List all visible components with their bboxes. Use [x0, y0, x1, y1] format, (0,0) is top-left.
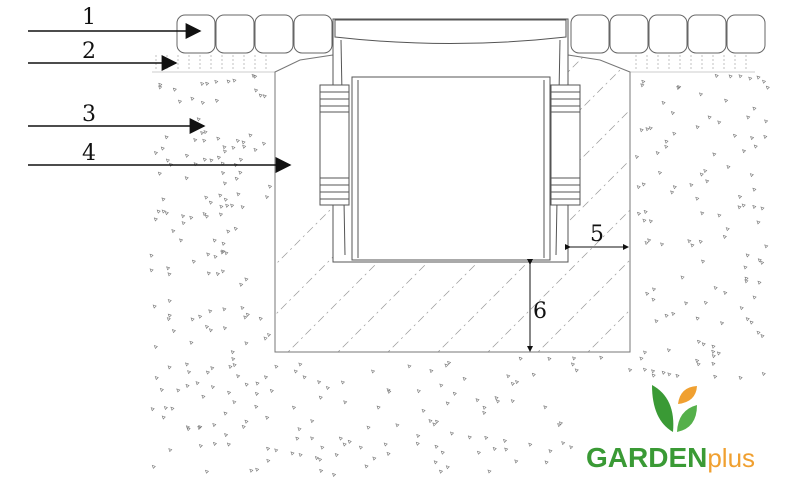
callout-arrows: [28, 23, 629, 352]
paver: [570, 14, 610, 54]
label-2: 2: [82, 39, 96, 64]
paver: [687, 14, 727, 54]
soil-layer: [149, 73, 770, 477]
bedding-layer: [152, 55, 755, 73]
paver: [254, 14, 294, 54]
paver: [176, 14, 216, 54]
paver: [215, 14, 255, 54]
logo-leaf-left: [652, 385, 674, 432]
paver: [648, 14, 688, 54]
label-1: 1: [82, 5, 96, 30]
paver: [609, 14, 649, 54]
label-6: 6: [533, 299, 547, 324]
logo-leaf-top-right: [678, 386, 697, 404]
label-5: 5: [590, 222, 604, 247]
paver: [726, 14, 766, 54]
logo-text: GARDENplus: [586, 442, 755, 473]
gardenplus-logo: GARDENplus: [586, 385, 755, 473]
logo-leaf-bottom-right: [677, 405, 697, 432]
paver: [293, 14, 333, 54]
label-4: 4: [82, 141, 96, 166]
label-3: 3: [82, 102, 96, 127]
logo-text-sub: plus: [707, 443, 755, 473]
drain-box: [319, 18, 581, 263]
logo-text-main: GARDEN: [586, 442, 707, 473]
